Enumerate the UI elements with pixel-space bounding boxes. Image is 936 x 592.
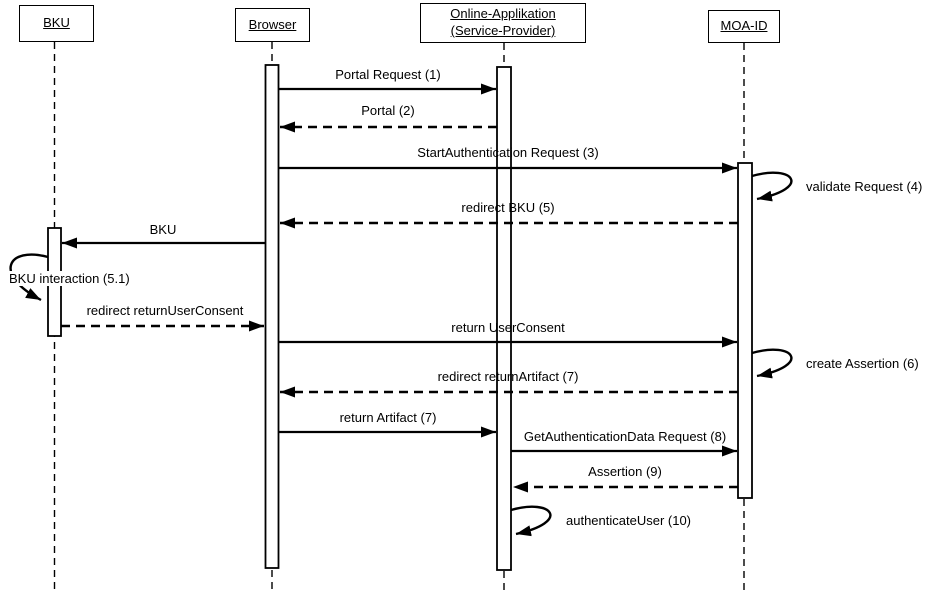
message-label-get-authentication-data-request: GetAuthenticationData Request (8) [523, 429, 727, 444]
actor-browser: Browser [235, 8, 310, 42]
message-label-portal-request: Portal Request (1) [335, 67, 441, 82]
actor-online-app: Online-Applikation (Service-Provider) [420, 3, 586, 43]
message-label-return-artifact: return Artifact (7) [339, 410, 437, 425]
self-loop-create-assertion [751, 348, 793, 379]
activation-bar-moa-id [737, 162, 753, 499]
actor-bku-label: BKU [43, 15, 70, 31]
message-label-validate-request: validate Request (4) [806, 179, 923, 194]
actor-moa-id: MOA-ID [708, 10, 780, 43]
message-label-start-authentication-request: StartAuthentication Request (3) [417, 145, 599, 160]
self-loop-validate-request [751, 171, 793, 202]
message-label-redirect-return-artifact: redirect returnArtifact (7) [437, 369, 579, 384]
message-label-bku-interaction: BKU interaction (5.1) [8, 271, 131, 286]
actor-bku: BKU [19, 5, 94, 42]
message-label-redirect-return-user-consent: redirect returnUserConsent [86, 303, 244, 318]
self-loop-bku-interaction [9, 253, 49, 302]
actor-online-app-label: Online-Applikation (Service-Provider) [450, 6, 556, 38]
message-label-create-assertion: create Assertion (6) [806, 356, 919, 371]
message-label-authenticate-user: authenticateUser (10) [566, 513, 692, 528]
message-label-return-user-consent: return UserConsent [451, 320, 565, 335]
actor-moa-id-label: MOA-ID [720, 18, 768, 34]
actor-browser-label: Browser [248, 16, 297, 32]
activation-bar-browser [264, 64, 280, 569]
message-label-redirect-bku: redirect BKU (5) [461, 200, 555, 215]
message-label-portal: Portal (2) [361, 103, 415, 118]
activation-bar-online-app [496, 66, 512, 571]
self-loop-authenticate-user [510, 505, 552, 537]
message-label-bku: BKU [149, 222, 177, 237]
message-label-assertion: Assertion (9) [588, 464, 662, 479]
